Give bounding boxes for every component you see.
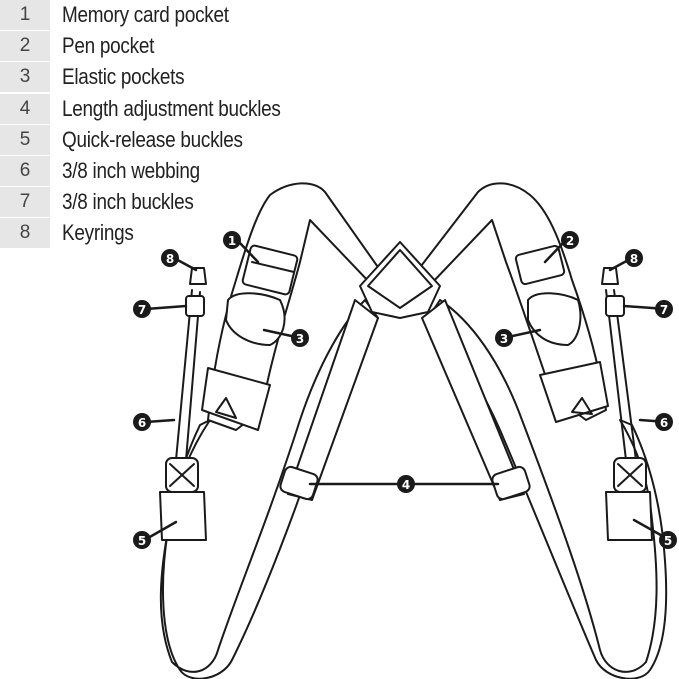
callout-6-left-circle bbox=[133, 413, 151, 431]
right-pad-block bbox=[539, 361, 609, 423]
center-connector bbox=[359, 241, 441, 319]
callout-8-left-label: 8 bbox=[166, 252, 174, 266]
callout-3-left-circle bbox=[291, 329, 309, 347]
callout-7-left-label: 7 bbox=[138, 303, 146, 317]
left-keyring bbox=[189, 267, 207, 285]
callout-6-right-circle bbox=[655, 413, 673, 431]
parts-legend: 1 Memory card pocket 2 Pen pocket 3 Elas… bbox=[0, 0, 300, 250]
legend-item-4: 4 Length adjustment buckles bbox=[0, 93, 300, 125]
legend-item-1: 1 Memory card pocket bbox=[0, 0, 300, 31]
right-elastic-pocket bbox=[527, 292, 582, 346]
legend-label: 3/8 inch webbing bbox=[62, 157, 200, 183]
right-qr-buckle-x bbox=[617, 463, 643, 487]
callout-3-left-label: 3 bbox=[296, 332, 304, 346]
callout-4-label: 4 bbox=[402, 478, 410, 492]
left-small-buckle bbox=[185, 295, 205, 317]
left-webbing bbox=[175, 289, 193, 461]
callout-5-left-label: 5 bbox=[138, 534, 146, 548]
center-connector-inner bbox=[367, 249, 433, 309]
legend-label: Pen pocket bbox=[62, 33, 155, 59]
legend-number: 3 bbox=[0, 62, 50, 93]
legend-number: 2 bbox=[0, 31, 50, 62]
callout-8-left-circle bbox=[161, 249, 179, 267]
left-length-buckle bbox=[279, 465, 319, 501]
callout-3-right-label: 3 bbox=[500, 332, 508, 346]
memory-card-pocket bbox=[241, 244, 299, 296]
left-center-strap bbox=[287, 299, 379, 501]
legend-number: 6 bbox=[0, 155, 50, 186]
callout-3-right-circle bbox=[495, 329, 513, 347]
left-pad-triangle bbox=[215, 397, 237, 419]
legend-number: 7 bbox=[0, 187, 50, 218]
right-webbing-2 bbox=[613, 289, 637, 461]
callout-8-right-circle bbox=[625, 249, 643, 267]
legend-number: 8 bbox=[0, 218, 50, 249]
legend-number: 5 bbox=[0, 124, 50, 155]
right-center-strap bbox=[421, 299, 525, 501]
legend-label: Quick-release buckles bbox=[62, 126, 243, 152]
right-pad-triangle bbox=[571, 397, 593, 415]
left-qr-buckle-x bbox=[169, 463, 195, 487]
legend-label: Length adjustment buckles bbox=[62, 95, 281, 121]
legend-item-6: 6 3/8 inch webbing bbox=[0, 155, 300, 187]
legend-number: 4 bbox=[0, 93, 50, 124]
legend-item-3: 3 Elastic pockets bbox=[0, 62, 300, 93]
callout-6-left-label: 6 bbox=[138, 416, 146, 430]
legend-item-7: 7 3/8 inch buckles bbox=[0, 187, 300, 218]
callout-1-label: 1 bbox=[228, 234, 236, 248]
callout-7-right-circle bbox=[655, 300, 673, 318]
callout-5-right-label: 5 bbox=[664, 534, 672, 548]
left-qr-buckle-body bbox=[159, 491, 207, 541]
legend-label: Elastic pockets bbox=[62, 64, 185, 90]
callout-1-circle bbox=[223, 231, 241, 249]
right-webbing bbox=[605, 289, 627, 461]
left-webbing-2 bbox=[185, 291, 201, 461]
legend-number: 1 bbox=[0, 0, 50, 30]
legend-item-8: 8 Keyrings bbox=[0, 218, 300, 249]
memory-card-pocket-line bbox=[251, 261, 295, 273]
callout-7-left-circle bbox=[133, 300, 151, 318]
callout-6-right-label: 6 bbox=[660, 416, 668, 430]
callout-7-right-label: 7 bbox=[660, 303, 668, 317]
callout-4-circle bbox=[397, 475, 415, 493]
legend-label: Keyrings bbox=[62, 220, 134, 246]
legend-label: Memory card pocket bbox=[62, 2, 229, 27]
callout-2-label: 2 bbox=[566, 234, 574, 248]
legend-item-5: 5 Quick-release buckles bbox=[0, 124, 300, 156]
callout-5-left-circle bbox=[133, 531, 151, 549]
right-length-buckle bbox=[491, 465, 531, 501]
right-qr-buckle-body bbox=[605, 491, 653, 541]
legend-label: 3/8 inch buckles bbox=[62, 189, 194, 215]
left-pad-block bbox=[201, 367, 271, 431]
legend-item-2: 2 Pen pocket bbox=[0, 31, 300, 62]
callout-8-right-label: 8 bbox=[630, 252, 638, 266]
callout-2-circle bbox=[561, 231, 579, 249]
right-small-buckle bbox=[605, 295, 625, 317]
callout-5-right-circle bbox=[659, 531, 677, 549]
